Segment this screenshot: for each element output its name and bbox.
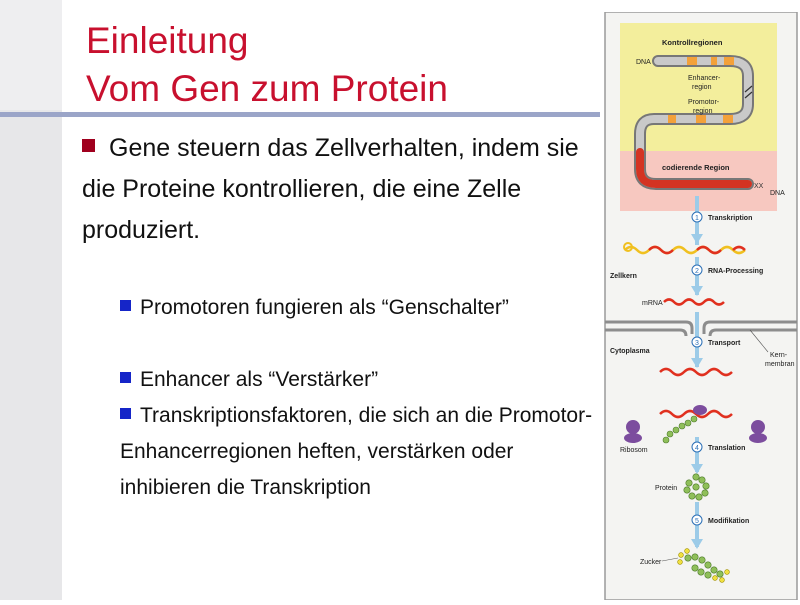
step-3-number: 3	[695, 340, 699, 347]
square-bullet-icon	[120, 299, 131, 311]
promoter-segment	[723, 115, 733, 123]
exon-segment	[648, 245, 746, 255]
step-2-marker	[691, 264, 703, 276]
five-prime-cap	[623, 242, 633, 252]
enhancer-segment	[711, 57, 717, 65]
sugar-groups	[677, 548, 730, 583]
label-ribosome: Ribosom	[620, 447, 648, 454]
step-1-number: 1	[695, 215, 699, 222]
sub-bullet-text: Enhancer als “Verstärker”	[140, 368, 379, 391]
main-bullet: Gene steuern das Zellverhalten, indem si…	[82, 128, 592, 251]
arrow-head	[691, 464, 703, 474]
slide-left-band-top	[0, 0, 62, 110]
break-mark	[744, 85, 753, 99]
coding-region-segment	[636, 148, 752, 188]
label-cytoplasm: Cytoplasma	[610, 348, 650, 355]
folded-protein	[683, 473, 710, 501]
label-nucleus: Zellkern	[610, 273, 637, 280]
mature-mrna-strand	[663, 298, 725, 306]
step-4-label: Translation	[708, 445, 745, 452]
promoter-segment	[668, 115, 676, 123]
nuclear-membrane	[605, 328, 688, 337]
sub-bullet-text: Transkriptionsfaktoren, die sich an die …	[120, 404, 593, 499]
sub-bullet-1: Promotoren fungieren als “Genschalter”	[120, 290, 600, 326]
slide-title-line-2: Vom Gen zum Protein	[86, 68, 448, 109]
label-enhancer-1: Enhancer-	[688, 75, 721, 82]
label-protein: Protein	[655, 485, 677, 492]
square-bullet-icon	[120, 407, 131, 419]
label-coding-region: codierende Region	[662, 163, 730, 172]
step-4-number: 4	[695, 445, 699, 452]
label-enhancer-2: region	[692, 84, 712, 91]
label-sugar: Zucker	[640, 559, 662, 566]
step-5-number: 5	[695, 518, 699, 525]
label-membrane-2: membran	[765, 361, 795, 368]
promoter-segment	[696, 115, 706, 123]
gene-expression-diagram: XX Kontrollregionen DNA Enhancer- region…	[604, 11, 798, 601]
arrow-head	[691, 539, 703, 549]
slide-title-line-1: Einleitung	[86, 20, 249, 61]
step-3-label: Transport	[708, 340, 741, 347]
gene-to-protein-figure: XX Kontrollregionen DNA Enhancer- region…	[600, 11, 800, 601]
sub-bullet-text: Promotoren fungieren als “Genschalter”	[140, 296, 509, 319]
label-dna-bottom: DNA	[770, 190, 785, 197]
step-3-marker	[691, 336, 703, 348]
main-bullet-text: Gene steuern das Zellverhalten, indem si…	[82, 134, 579, 244]
pre-mrna-strand	[624, 245, 746, 255]
cytoplasm-mrna-strand	[659, 367, 733, 377]
step-1-label: Transkription	[708, 215, 752, 222]
step-5-marker	[691, 514, 703, 526]
step-2-number: 2	[695, 268, 699, 275]
sub-bullet-3: Transkriptionsfaktoren, die sich an die …	[120, 398, 598, 506]
step-5-label: Modifikation	[708, 518, 749, 525]
arrow-head	[691, 286, 703, 296]
glycoprotein	[684, 553, 724, 579]
title-divider	[0, 112, 600, 117]
polypeptide-chain	[662, 415, 698, 444]
label-dna-top: DNA	[636, 59, 651, 66]
label-membrane-1: Kern-	[770, 352, 788, 359]
square-bullet-icon	[120, 371, 131, 383]
label-promoter-1: Promotor-	[688, 99, 720, 106]
sub-bullet-2: Enhancer als “Verstärker”	[120, 362, 600, 398]
membrane-pointer	[749, 329, 769, 353]
step-4-marker	[691, 441, 703, 453]
nuclear-membrane	[605, 320, 694, 334]
arrow-head	[691, 234, 703, 244]
label-mrna: mRNA	[642, 300, 663, 307]
label-control-regions: Kontrollregionen	[662, 38, 723, 47]
label-promoter-2: region	[693, 108, 713, 115]
step-2-label: RNA-Processing	[708, 268, 763, 275]
square-bullet-icon	[82, 138, 95, 152]
nuclear-membrane	[702, 320, 797, 334]
arrow-head	[691, 358, 703, 368]
enhancer-segment	[724, 57, 734, 65]
dna-break-icon: XX	[754, 183, 764, 190]
free-ribosome-icon	[749, 420, 767, 443]
step-1-marker	[691, 211, 703, 223]
nuclear-membrane	[708, 328, 797, 337]
ribosome-on-mrna	[693, 405, 707, 415]
free-ribosome-icon	[624, 420, 642, 443]
enhancer-segment	[687, 57, 697, 65]
sugar-pointer	[661, 557, 679, 562]
